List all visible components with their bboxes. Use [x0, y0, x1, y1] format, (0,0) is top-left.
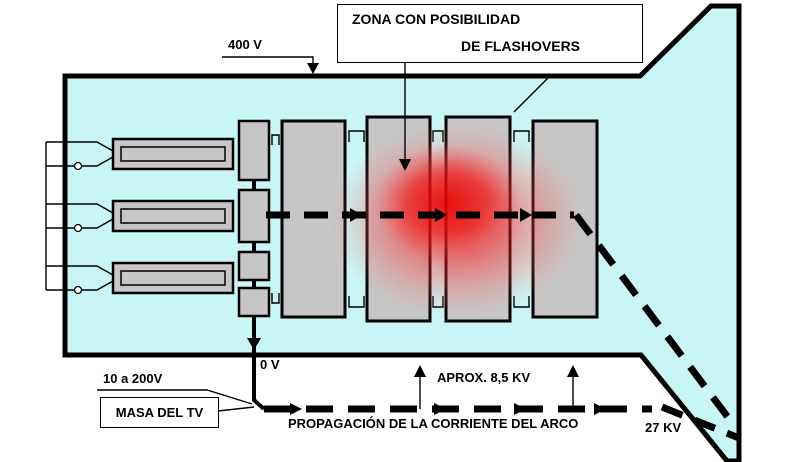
flashover-zone-box: ZONA CON POSIBILIDAD DE FLASHOVERS — [337, 4, 643, 63]
electrode-connector-brackets — [271, 77, 549, 308]
right-arrow-propagation — [434, 403, 446, 415]
lead-wire — [46, 203, 114, 214]
lead-wire — [46, 156, 114, 167]
down-arrow-zona — [399, 159, 411, 171]
connector-bracket — [348, 296, 365, 308]
cathode-inner-sleeve — [120, 146, 226, 162]
pointer-line-masa — [217, 406, 255, 412]
grid-electrode — [237, 188, 271, 244]
control-grid-column — [237, 119, 271, 318]
cathode-inner-sleeve — [120, 270, 226, 286]
arc-current-path — [264, 208, 741, 442]
label-propagacion: PROPAGACIÓN DE LA CORRIENTE DEL ARCO — [288, 416, 579, 431]
lead-wire — [46, 218, 114, 229]
right-arrow-axis — [350, 208, 362, 222]
label-400v: 400 V — [228, 37, 262, 52]
up-arrow-aprox-left — [414, 365, 426, 377]
flashover-zone-title-line1: ZONA CON POSIBILIDAD — [352, 11, 521, 27]
label-0v: 0 V — [260, 357, 280, 372]
lead-wire — [46, 265, 114, 276]
up-arrow-aprox-right — [567, 365, 579, 377]
pointer-line-10-200v — [97, 389, 253, 405]
masa-del-tv-box: MASA DEL TV — [100, 397, 219, 428]
label-10-200v: 10 a 200V — [103, 371, 163, 386]
label-27kv: 27 KV — [645, 420, 682, 435]
grid-electrode — [237, 286, 271, 318]
down-arrow-0v — [247, 338, 261, 350]
wire-junction-node — [73, 161, 83, 171]
cathode-inner-sleeve — [120, 208, 226, 224]
down-arrow-400v — [307, 63, 319, 74]
connector-bracket — [271, 293, 280, 304]
right-arrow-propagation — [594, 403, 606, 415]
arc-propagation-end-diagonal — [660, 403, 741, 442]
wire-junction-node — [73, 285, 83, 295]
cathode-lead-wires — [45, 141, 114, 295]
lead-wire — [46, 280, 114, 291]
right-arrow-propagation — [290, 403, 302, 415]
anode-wall-connector — [513, 77, 549, 113]
label-aprox-8-5kv: APROX. 8,5 KV — [437, 370, 531, 385]
cathode-heater-assemblies — [111, 137, 235, 295]
right-arrow-propagation — [514, 403, 526, 415]
right-arrow-axis — [520, 208, 532, 222]
wire-junction-node — [73, 223, 83, 233]
flashover-glow-core — [375, 145, 519, 261]
arc-path-funnel-diagonal — [573, 212, 733, 423]
voltage-pointer-lines — [97, 56, 579, 412]
right-arrow-axis — [435, 208, 447, 222]
connector-bracket — [271, 134, 280, 145]
pointer-line-400v — [222, 56, 314, 64]
grid-electrode — [237, 119, 271, 182]
grid-electrode — [237, 250, 271, 282]
ground-line-0v — [247, 316, 266, 411]
lead-wire — [46, 141, 114, 152]
flashover-zone — [327, 123, 587, 317]
connector-bracket — [348, 130, 365, 142]
flashover-zone-title-line2: DE FLASHOVERS — [461, 38, 581, 54]
